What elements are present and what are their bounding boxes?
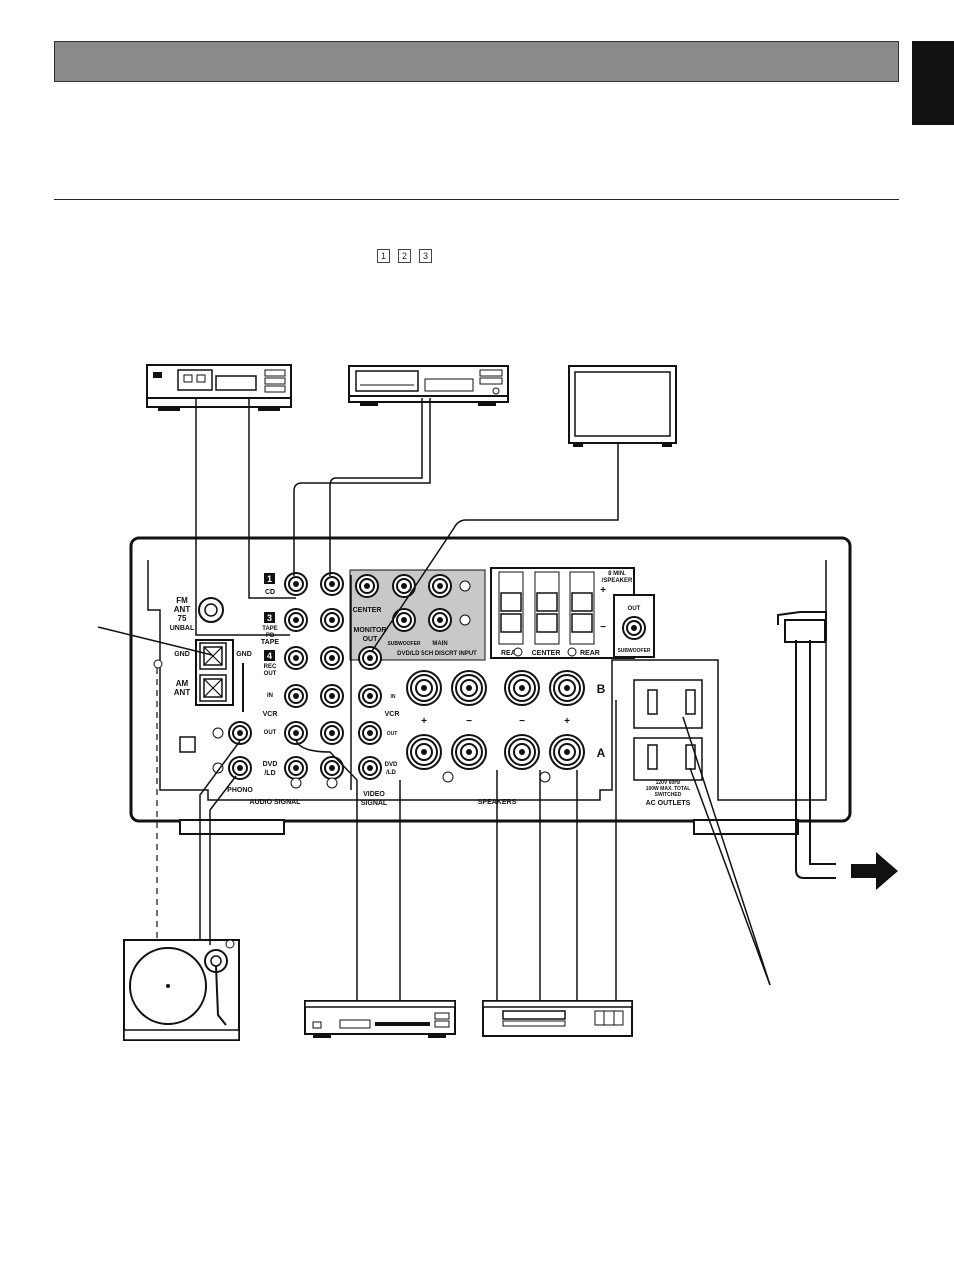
- section-header-bar: [54, 41, 899, 82]
- video-vcr-label: VCR: [385, 711, 400, 718]
- gnd-terminal-label: GND: [236, 651, 252, 658]
- monitor-out-label: MONITOR: [354, 627, 387, 634]
- ground-terminal: [153, 659, 163, 669]
- power-arrow-icon: [851, 852, 898, 890]
- fm-ant-label: FM: [176, 596, 188, 605]
- step-markers: 1 2 3: [377, 249, 432, 263]
- center-speaker-label: CENTER: [532, 650, 561, 657]
- phono-label: PHONO: [227, 787, 253, 794]
- video-dvd-label-2: /LD: [386, 770, 396, 776]
- fm-ant-label-2: ANT: [174, 605, 191, 614]
- rec-number: 4: [267, 651, 272, 661]
- fm-unbal-label: UNBAL: [170, 625, 195, 632]
- rec-out-label-2: OUT: [264, 671, 277, 677]
- ac-rating-label-2: 100W MAX. TOTAL: [646, 786, 691, 792]
- tape-pb-label: TAPE: [262, 626, 278, 632]
- dvd-ld-label-2: /LD: [264, 770, 275, 777]
- min-speaker-label-2: /SPEAKER: [602, 578, 633, 584]
- step-marker-1: 1: [377, 249, 390, 263]
- tape-label: TAPE: [261, 639, 279, 646]
- audio-signal-label: AUDIO SIGNAL: [250, 799, 302, 806]
- cd-label: CD: [265, 589, 275, 596]
- minus-sign: −: [519, 716, 525, 727]
- video-in-label: IN: [391, 694, 396, 700]
- in-label: IN: [267, 693, 273, 699]
- fm-ant-label-3: 75: [178, 614, 187, 623]
- plus-sign: +: [564, 716, 570, 727]
- vcr-label: VCR: [263, 711, 278, 718]
- am-ant-label-2: ANT: [174, 688, 191, 697]
- cassette-deck: [146, 364, 292, 411]
- am-ant-label: AM: [176, 679, 189, 688]
- ac-outlets-label: AC OUTLETS: [646, 800, 691, 807]
- center-input-label: CENTER: [353, 607, 382, 614]
- spring-terminals: [498, 571, 595, 645]
- ac-rating-label: 120V 60Hz: [656, 780, 681, 786]
- turntable: [123, 939, 240, 1041]
- plus-sign: +: [421, 716, 427, 727]
- minus-sign: −: [600, 622, 606, 633]
- speaker-a-label: A: [597, 746, 606, 760]
- cd-number: 1: [267, 574, 272, 584]
- speaker-b-label: B: [597, 682, 606, 696]
- language-tab: [912, 41, 954, 125]
- rec-out-label: REC: [264, 664, 277, 670]
- rear-l-label: REAR: [580, 650, 600, 657]
- dvd-5ch-label: DVD/LD 5CH DISCRT INPUT: [397, 651, 477, 657]
- step-marker-2: 2: [398, 249, 411, 263]
- out-label: OUT: [264, 730, 277, 736]
- sub-out-label: OUT: [628, 606, 641, 612]
- video-out-label: OUT: [387, 731, 398, 737]
- tape-pb-label-2: PB: [266, 633, 275, 639]
- ac-switched-label: SWITCHED: [655, 792, 682, 798]
- cables: [97, 398, 836, 1001]
- vcr: [482, 1000, 633, 1037]
- video-dvd-label: DVD: [385, 762, 398, 768]
- monitor-out-label-2: OUT: [363, 636, 379, 643]
- receiver-rear-panel: FM ANT 75 UNBAL GND AM ANT GND 1 CD 3 TA…: [129, 536, 852, 835]
- gnd-label: GND: [174, 651, 190, 658]
- video-signal-label-2: SIGNAL: [361, 800, 388, 807]
- tv-monitor: [568, 365, 677, 447]
- rear-r-label: REAR: [501, 650, 521, 657]
- step-marker-3: 3: [419, 249, 432, 263]
- dvd-ld-player: [304, 1000, 456, 1038]
- subwoofer-out-label: SUBWOOFER: [617, 648, 650, 654]
- min-speaker-label: 8 MIN.: [608, 571, 626, 577]
- minus-sign: −: [466, 716, 472, 727]
- video-signal-label: VIDEO: [363, 791, 385, 798]
- subwoofer-input-label: SUBWOOFER: [387, 641, 420, 647]
- horizontal-rule: [54, 199, 899, 200]
- main-input-label: MAIN: [432, 641, 447, 647]
- tape-number: 3: [267, 613, 272, 623]
- plus-sign: +: [600, 585, 606, 596]
- dvd-ld-label: DVD: [263, 761, 278, 768]
- cd-player: [348, 365, 509, 406]
